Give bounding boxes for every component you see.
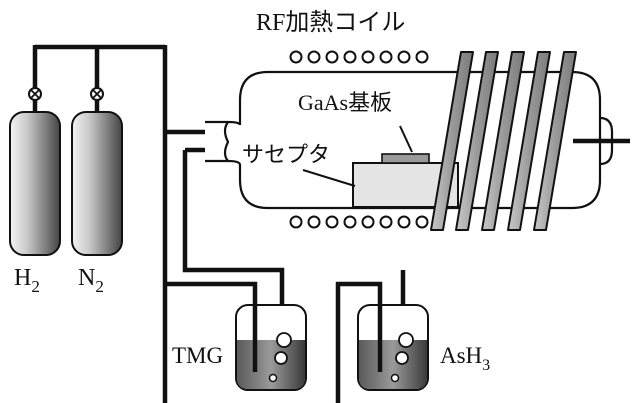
coil-turn-top-6: [379, 50, 393, 64]
coil-turn-top-8: [415, 50, 429, 64]
coil-turn-bottom-7: [397, 215, 411, 229]
h2-valve-icon[interactable]: [28, 87, 42, 101]
coil-turn-bottom-5: [361, 215, 375, 229]
h2-label: H2: [14, 265, 40, 296]
coil-turn-bottom-1: [289, 215, 303, 229]
ash3-bubbler: [357, 304, 429, 391]
susceptor-label: サセプタ: [242, 142, 330, 167]
coil-turn-top-7: [397, 50, 411, 64]
gaas-substrate: [381, 153, 430, 164]
susceptor-leader: [302, 169, 356, 187]
ash3-label: AsH3: [440, 343, 490, 374]
exhaust-port: [573, 116, 630, 166]
substrate-label: GaAs基板: [298, 90, 392, 115]
coil-turn-bottom-8: [415, 215, 429, 229]
rf-coil-bottom-turns: [289, 215, 429, 229]
coil-turn-top-1: [289, 50, 303, 64]
rf-coil-top-turns: [289, 50, 429, 64]
tmg-label: TMG: [172, 343, 223, 368]
rf-coil-wraps: [430, 51, 577, 231]
coil-wrap-2: [455, 51, 499, 231]
n2-valve-icon[interactable]: [90, 87, 104, 101]
coil-turn-bottom-3: [325, 215, 339, 229]
coil-turn-top-2: [307, 50, 321, 64]
coil-wrap-5: [533, 51, 577, 231]
coil-turn-bottom-4: [343, 215, 357, 229]
n2-label: N2: [78, 265, 104, 296]
tmg-bubbler: [235, 304, 307, 391]
substrate-leader: [399, 125, 413, 153]
coil-wrap-1: [430, 51, 474, 231]
coil-turn-top-5: [361, 50, 375, 64]
rf-coil-label: RF加熱コイル: [256, 9, 405, 36]
coil-wrap-4: [507, 51, 551, 231]
n2-cylinder: [71, 111, 123, 256]
coil-wrap-3: [481, 51, 525, 231]
h2-cylinder: [9, 111, 61, 256]
coil-turn-top-3: [325, 50, 339, 64]
coil-turn-bottom-6: [379, 215, 393, 229]
coil-turn-top-4: [343, 50, 357, 64]
coil-turn-bottom-2: [307, 215, 321, 229]
